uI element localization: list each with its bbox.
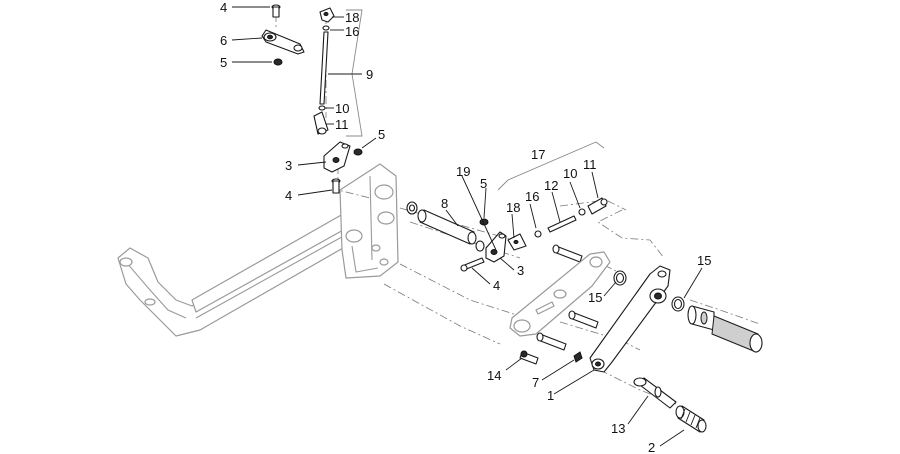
bolt-lever-a — [568, 310, 599, 329]
bushing-14 — [519, 350, 539, 365]
ball-joint-11-top — [313, 111, 329, 135]
nut-10-right — [578, 208, 586, 216]
nut-10-top — [318, 105, 326, 111]
nut-16-right — [534, 230, 542, 238]
lever-plate — [509, 251, 611, 337]
bolt-4-mid — [331, 178, 341, 194]
callout-4-top: 4 — [220, 0, 227, 15]
nut-16-top — [322, 25, 330, 31]
callout-17: 17 — [531, 147, 545, 162]
callout-labels: 4 18 16 6 5 9 10 11 5 3 4 17 19 5 11 10 … — [220, 0, 711, 454]
callout-11-right: 11 — [583, 157, 597, 172]
peg-rubber-2 — [675, 405, 707, 433]
bolt-4-top — [271, 4, 281, 18]
callout-5-right: 5 — [480, 176, 487, 191]
callout-18-top: 18 — [345, 10, 359, 25]
ball-joint-18-top — [319, 7, 335, 23]
shaft-8 — [417, 209, 477, 245]
callout-2: 2 — [648, 440, 655, 454]
pivot-pin — [687, 305, 763, 353]
pin-7 — [573, 351, 583, 363]
callout-19: 19 — [456, 164, 470, 179]
callout-11-top: 11 — [335, 117, 349, 132]
callout-5-top: 5 — [220, 55, 227, 70]
callout-18-right: 18 — [506, 200, 520, 215]
frame-assembly — [117, 163, 399, 337]
callout-3-top: 3 — [285, 158, 292, 173]
bolt-lever-b — [536, 332, 567, 351]
callout-1: 1 — [547, 388, 554, 403]
lever-3-mid — [485, 231, 507, 263]
callout-9: 9 — [366, 67, 373, 82]
callout-6: 6 — [220, 33, 227, 48]
lever-6 — [261, 29, 305, 55]
callout-13: 13 — [611, 421, 625, 436]
callout-10-top: 10 — [335, 101, 349, 116]
linkage-17 — [497, 141, 608, 251]
shaft-group — [406, 201, 507, 272]
washer-5-mid — [475, 240, 485, 252]
callout-4-mid: 4 — [285, 188, 292, 203]
callout-5-mid: 5 — [378, 127, 385, 142]
rod-12 — [547, 215, 577, 233]
callout-14: 14 — [487, 368, 501, 383]
bracket-17 — [497, 141, 605, 191]
bolt-4-low — [460, 257, 485, 272]
lever-3-top — [323, 141, 351, 173]
callout-16-right: 16 — [525, 189, 539, 204]
callout-15-left: 15 — [588, 290, 602, 305]
callout-15-right: 15 — [697, 253, 711, 268]
bolt-upper-right — [552, 244, 583, 263]
callout-3-mid: 3 — [517, 263, 524, 278]
leader-lines — [231, 6, 703, 447]
peg-13 — [633, 377, 677, 409]
lower-assembly — [509, 244, 763, 433]
callout-7: 7 — [532, 375, 539, 390]
ball-joint-18-right — [507, 233, 527, 251]
callout-8: 8 — [441, 196, 448, 211]
nut-5-mid — [353, 148, 363, 156]
ball-joint-11-right — [587, 197, 608, 215]
upper-linkage — [261, 4, 363, 194]
callout-12: 12 — [544, 178, 558, 193]
callout-4-low: 4 — [493, 278, 500, 293]
rod-9 — [319, 31, 329, 105]
nut-5-top — [273, 58, 283, 66]
callout-10-right: 10 — [563, 166, 577, 181]
callout-16-top: 16 — [345, 24, 359, 39]
pedal-arm-1 — [589, 265, 671, 373]
